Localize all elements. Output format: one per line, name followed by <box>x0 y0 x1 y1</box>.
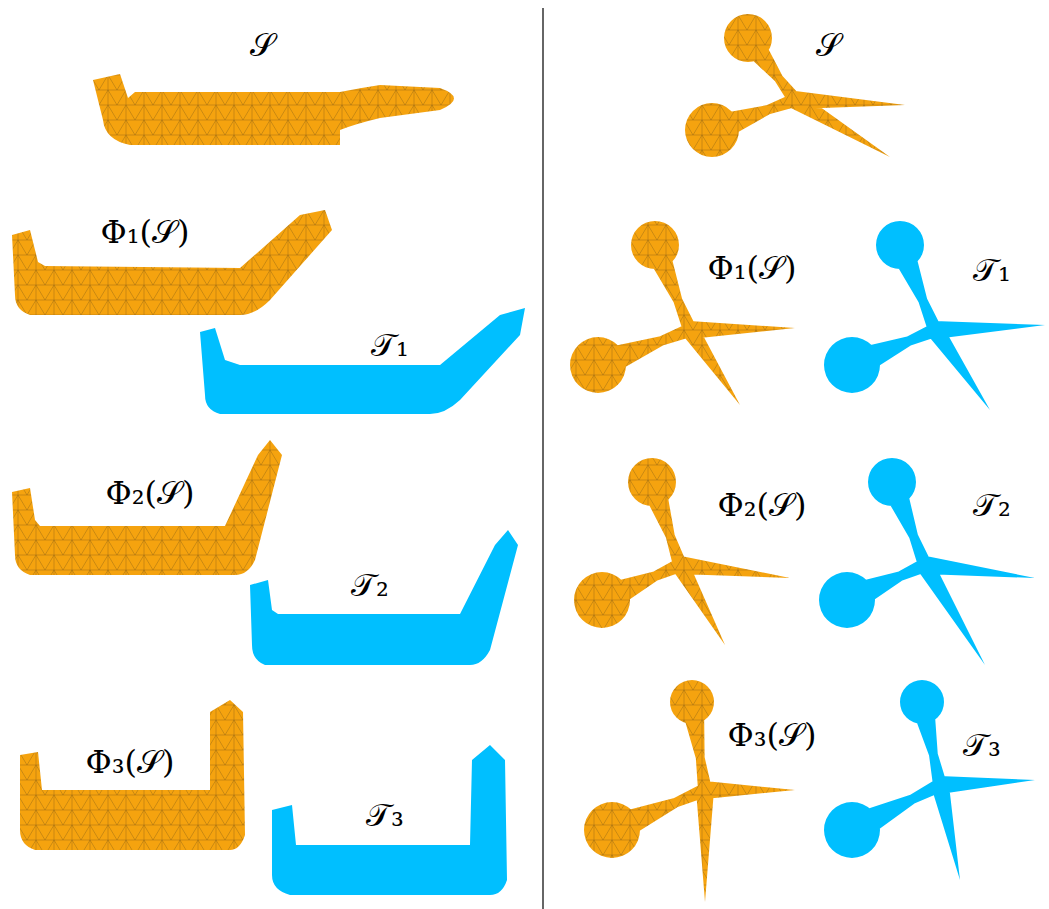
math-label: Φ₃(𝒮) <box>85 746 174 778</box>
source-mesh <box>93 74 454 145</box>
target-shape <box>250 530 518 665</box>
math-label: Φ₂(𝒮) <box>717 489 806 521</box>
math-label: Φ₂(𝒮) <box>105 477 194 509</box>
deformed-mesh <box>570 221 795 405</box>
math-label: 𝒯₁ <box>371 329 409 361</box>
deformed-mesh <box>12 210 332 315</box>
deformed-mesh <box>12 440 282 575</box>
target-shape <box>824 680 1035 880</box>
target-shape <box>824 221 1045 410</box>
math-label: 𝒯₃ <box>963 729 1001 761</box>
math-label: 𝒯₁ <box>973 254 1011 286</box>
math-label: 𝒯₂ <box>973 489 1011 521</box>
target-shape <box>272 745 507 895</box>
deformed-mesh <box>574 458 790 645</box>
deformed-mesh <box>20 700 245 850</box>
math-label: Φ₃(𝒮) <box>727 719 816 751</box>
math-label: Φ₁(𝒮) <box>100 216 189 248</box>
deformed-mesh <box>584 680 795 902</box>
math-label: Φ₁(𝒮) <box>707 252 796 284</box>
divider <box>542 8 544 909</box>
target-shape <box>819 458 1035 665</box>
math-label: 𝒯₃ <box>366 799 404 831</box>
math-label: 𝒮 <box>816 29 841 61</box>
math-label: 𝒮 <box>250 29 275 61</box>
deformed-mesh <box>685 14 905 157</box>
math-label: 𝒯₂ <box>351 569 389 601</box>
target-shape <box>200 308 525 414</box>
